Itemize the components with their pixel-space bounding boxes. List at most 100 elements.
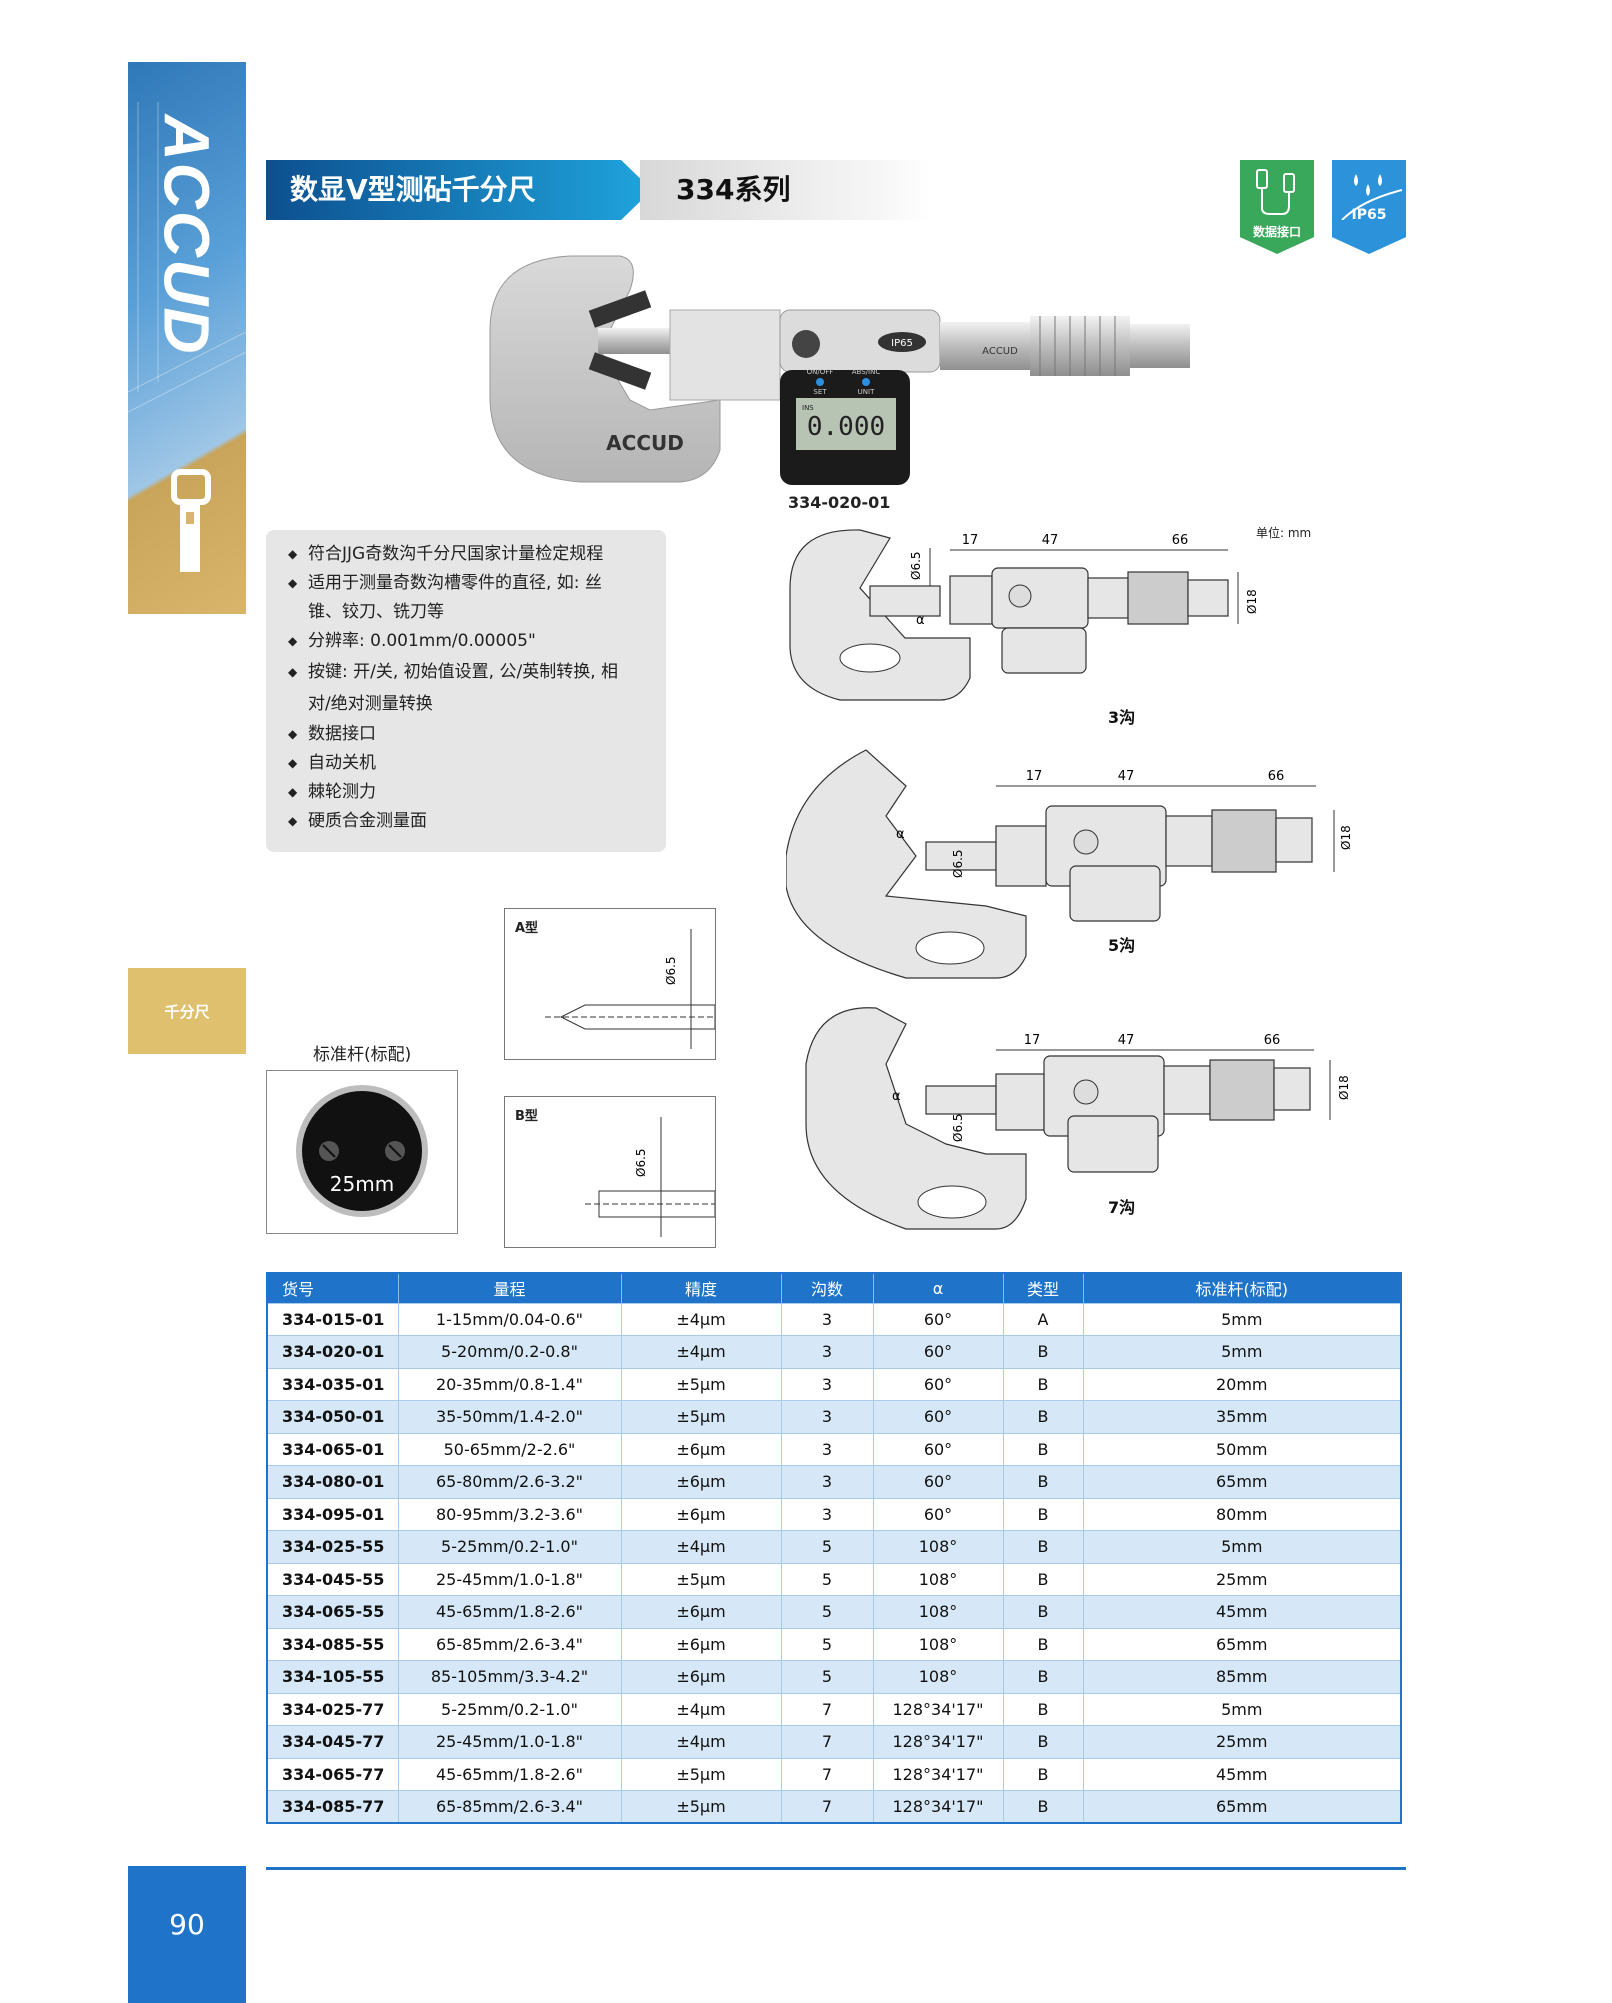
standard-rod-image: 25mm [266,1070,458,1234]
dim-17: 17 [962,533,979,548]
product-caption: 334-020-01 [788,493,891,512]
table-cell: B [1003,1660,1084,1693]
table-cell: 334-095-01 [267,1497,399,1531]
table-cell: ±4μm [621,1335,782,1368]
page-title: 数显V型测砧千分尺 [290,173,536,206]
thimble-brand: ACCUD [982,346,1018,357]
table-cell: B [1003,1757,1084,1791]
col-header: 精度 [621,1273,782,1303]
product-photo: 0.000 INS ON/OFF ABS/INC SET UNIT IP65 A… [489,255,1190,485]
table-cell: 128°34'17" [873,1790,1004,1823]
table-cell: 334-065-01 [267,1432,399,1466]
table-cell: ±6μm [621,1432,782,1466]
table-cell: 3 [781,1367,874,1401]
frame-brand-logo: ACCUD [606,431,684,455]
table-header-row: 货号 量程 精度 沟数 α 类型 标准杆(标配) [267,1273,1402,1303]
dim-17: 17 [1026,769,1043,784]
table-cell: 65-85mm/2.6-3.4" [398,1790,622,1823]
table-cell: ±4μm [621,1725,782,1758]
table-cell: 334-025-77 [267,1692,399,1726]
table-cell: 5 [781,1562,874,1596]
table-cell: 108° [873,1595,1004,1628]
table-cell: 60° [873,1400,1004,1433]
unit-label: 单位: mm [1256,526,1312,540]
lcd-reading: 0.000 [807,412,885,442]
button-label-set: SET [813,388,827,396]
table-cell: 5mm [1083,1335,1402,1368]
standard-rod-title: 标准杆(标配) [313,1045,412,1065]
table-cell: 334-085-55 [267,1627,399,1661]
dim-anvil-dia: Ø6.5 [909,551,923,580]
bottom-divider [266,1867,1406,1870]
dim-47: 47 [1118,769,1135,784]
table-cell: 65mm [1083,1790,1402,1823]
table-cell: 45mm [1083,1595,1402,1628]
alpha-symbol: α [892,1089,901,1104]
feature-item: 硬质合金测量面 [288,807,666,836]
feature-item: 棘轮测力 [288,778,666,807]
dim-47: 47 [1118,1033,1135,1048]
table-cell: 128°34'17" [873,1757,1004,1791]
data-port-badge: 数据接口 [1240,160,1314,254]
anvil-type-b-dia: Ø6.5 [634,1148,648,1177]
table-cell: 20mm [1083,1367,1402,1401]
table-cell: ±6μm [621,1595,782,1628]
table-cell: 65mm [1083,1627,1402,1661]
table-cell: 60° [873,1302,1004,1336]
drawing-7-flute-label: 7沟 [1108,1198,1136,1217]
table-cell: 35-50mm/1.4-2.0" [398,1400,622,1433]
anvil-type-b-drawing: Ø6.5 [585,1117,715,1237]
brand-logo: ACCUD [151,114,223,356]
col-header: 类型 [1003,1273,1084,1303]
table-cell: 60° [873,1465,1004,1498]
drawing-7-flute: 17 47 66 Ø6.5 Ø18 α [805,1007,1351,1230]
table-cell: 3 [781,1465,874,1498]
table-cell: A [1003,1302,1084,1336]
feature-item: 自动关机 [288,749,666,778]
table-cell: B [1003,1627,1084,1661]
dim-66: 66 [1172,533,1189,548]
col-header: 量程 [398,1273,622,1303]
ip65-badge-label: IP65 [1351,207,1387,223]
table-cell: 3 [781,1400,874,1433]
anvil-type-b-label: B型 [515,1109,538,1124]
table-cell: 3 [781,1335,874,1368]
drawing-5-flute: 17 47 66 Ø6.5 Ø18 α [786,749,1353,979]
category-tab[interactable]: 千分尺 [128,968,246,1054]
table-cell: 35mm [1083,1400,1402,1433]
table-cell: 334-020-01 [267,1335,399,1368]
table-cell: 334-035-01 [267,1367,399,1401]
lcd-mode: INS [802,404,814,412]
table-cell: 65-85mm/2.6-3.4" [398,1627,622,1661]
dim-17: 17 [1024,1033,1041,1048]
table-cell: 25mm [1083,1562,1402,1596]
table-cell: 3 [781,1497,874,1531]
table-cell: 5-20mm/0.2-0.8" [398,1335,622,1368]
table-cell: 334-065-55 [267,1595,399,1628]
table-cell: 60° [873,1367,1004,1401]
table-cell: 334-045-55 [267,1562,399,1596]
col-header: α [873,1273,1004,1303]
table-cell: ±5μm [621,1562,782,1596]
table-cell: 5mm [1083,1692,1402,1726]
standard-rod-size: 25mm [330,1172,394,1196]
table-cell: 334-080-01 [267,1465,399,1498]
table-cell: 5 [781,1595,874,1628]
anvil-type-b-box: B型 Ø6.5 [504,1096,716,1248]
table-cell: B [1003,1367,1084,1401]
table-cell: ±4μm [621,1302,782,1336]
table-cell: ±5μm [621,1400,782,1433]
dim-thimble-dia: Ø18 [1245,589,1259,614]
series-banner [640,160,930,220]
table-cell: 5-25mm/0.2-1.0" [398,1692,622,1726]
table-cell: B [1003,1432,1084,1466]
dim-anvil-dia: Ø6.5 [951,849,965,878]
table-cell: 65mm [1083,1465,1402,1498]
